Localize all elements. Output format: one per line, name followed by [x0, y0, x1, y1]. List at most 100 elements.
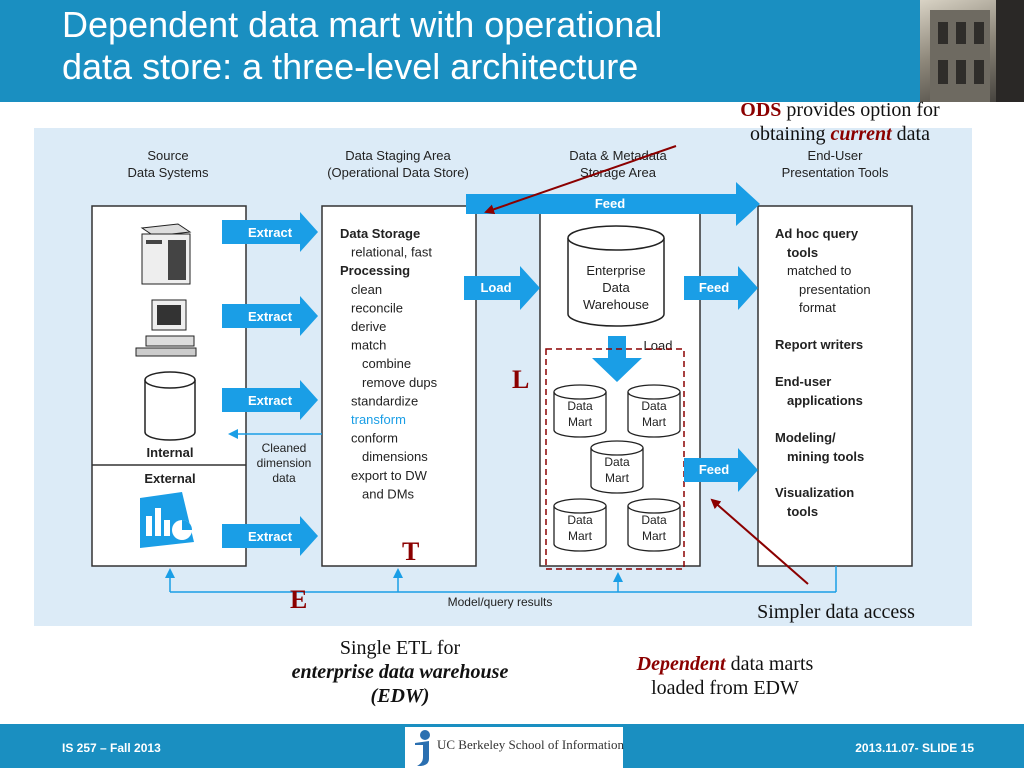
enduser-line: mining tools [787, 449, 864, 464]
staging-line: conform [351, 431, 398, 446]
enduser-line: applications [787, 393, 863, 408]
extract-arrow-2 [222, 296, 318, 336]
header-enduser-1: End-User [808, 148, 864, 163]
data-mart-label: Data [604, 455, 630, 469]
load-label: Load [480, 280, 511, 295]
enduser-line: Visualization [775, 485, 854, 500]
ods-feed-arrow [466, 182, 760, 226]
ods-line2-a: obtaining [750, 123, 831, 145]
model-query-label: Model/query results [448, 595, 553, 609]
extract-arrows [222, 212, 318, 556]
database-icon [144, 371, 196, 441]
data-mart-label: Data [641, 399, 667, 413]
ods-feed-label: Feed [595, 196, 625, 211]
cleaned-label-3: data [272, 471, 296, 485]
model-query-feedback [165, 566, 837, 593]
load-arrow [464, 266, 540, 310]
staging-line: standardize [351, 393, 418, 408]
dependent-annotation: Dependent data marts loaded from EDW [590, 652, 860, 700]
footer-slide-number: 2013.11.07- SLIDE 15 [855, 741, 974, 755]
feed-arrow-1 [684, 266, 758, 310]
staging-line: relational, fast [351, 245, 432, 260]
building-photo [920, 0, 1024, 102]
server-icon [140, 223, 192, 285]
extract-label-3: Extract [248, 393, 293, 408]
enduser-line: presentation [799, 282, 871, 297]
simpler-annotation-arrow [710, 498, 809, 585]
footer-course: IS 257 – Fall 2013 [62, 741, 161, 755]
ods-annotation: ODS provides option for obtaining curren… [690, 98, 990, 146]
single-etl-annotation: Single ETL for enterprise data warehouse… [230, 636, 570, 708]
single-etl-line-3: (EDW) [370, 685, 430, 707]
enduser-line: End-user [775, 374, 831, 389]
staging-line: Data Storage [340, 226, 420, 241]
enduser-box [757, 205, 913, 567]
feed-label-2: Feed [699, 462, 729, 477]
simpler-annotation: Simpler data access [757, 601, 915, 623]
data-mart-label: Mart [568, 529, 593, 543]
enduser-line: matched to [787, 263, 851, 278]
extract-arrow-1 [222, 212, 318, 252]
staging-line: clean [351, 282, 382, 297]
header-storage-2: Storage Area [580, 165, 657, 180]
extract-arrow-4 [222, 516, 318, 556]
staging-line: and DMs [362, 486, 415, 501]
edw-label-3: Warehouse [583, 297, 649, 312]
header-storage-1: Data & Metadata [569, 148, 667, 163]
staging-box [321, 205, 477, 567]
feed-arrow-2 [684, 448, 758, 492]
header-source-2: Data Systems [128, 165, 209, 180]
data-mart-label: Mart [642, 415, 667, 429]
internal-label: Internal [147, 445, 194, 460]
edw-cylinder [567, 225, 665, 327]
enduser-line: tools [787, 504, 818, 519]
single-etl-line-2: enterprise data warehouse [291, 661, 509, 683]
staging-line: dimensions [362, 449, 428, 464]
edw-label-1: Enterprise [586, 263, 645, 278]
workstation-icon [135, 299, 197, 357]
header-staging-2: (Operational Data Store) [327, 165, 469, 180]
data-mart-label: Data [567, 399, 593, 413]
staging-line: remove dups [362, 375, 438, 390]
letter-t: T [402, 537, 419, 566]
ods-word: ODS [740, 99, 782, 121]
staging-line: match [351, 338, 386, 353]
enduser-line: Report writers [775, 337, 863, 352]
ischool-i-icon [415, 730, 430, 766]
data-mart-label: Data [641, 513, 667, 527]
dependent-rest: data marts [725, 653, 814, 675]
ods-annotation-arrow [484, 145, 677, 215]
load-down-arrow [592, 336, 642, 382]
data-mart-label: Mart [568, 415, 593, 429]
enduser-line: Modeling/ [775, 430, 836, 445]
dependent-line-2: loaded from EDW [651, 677, 799, 699]
staging-line: derive [351, 319, 386, 334]
slide-title: Dependent data mart with operational dat… [62, 4, 912, 88]
single-etl-line-1: Single ETL for [339, 637, 461, 659]
logo-text: UC Berkeley School of Information [437, 737, 625, 752]
header-staging-1: Data Staging Area [345, 148, 451, 163]
enduser-line: Ad hoc query [775, 226, 859, 241]
external-label: External [144, 471, 195, 486]
cleaned-label-1: Cleaned [262, 441, 307, 455]
ods-current: current [830, 123, 892, 145]
dependent-word: Dependent [636, 653, 726, 675]
header-enduser-2: Presentation Tools [782, 165, 889, 180]
load-down-label: Load [644, 338, 673, 353]
ods-line2-b: data [891, 123, 930, 145]
ods-rest: provides option for [781, 99, 940, 121]
extract-label-2: Extract [248, 309, 293, 324]
extract-label-1: Extract [248, 225, 293, 240]
staging-line: export to DW [351, 468, 428, 483]
staging-line: Processing [340, 263, 410, 278]
extract-label-4: Extract [248, 529, 293, 544]
chart-icon [140, 492, 194, 548]
staging-line: combine [362, 356, 411, 371]
